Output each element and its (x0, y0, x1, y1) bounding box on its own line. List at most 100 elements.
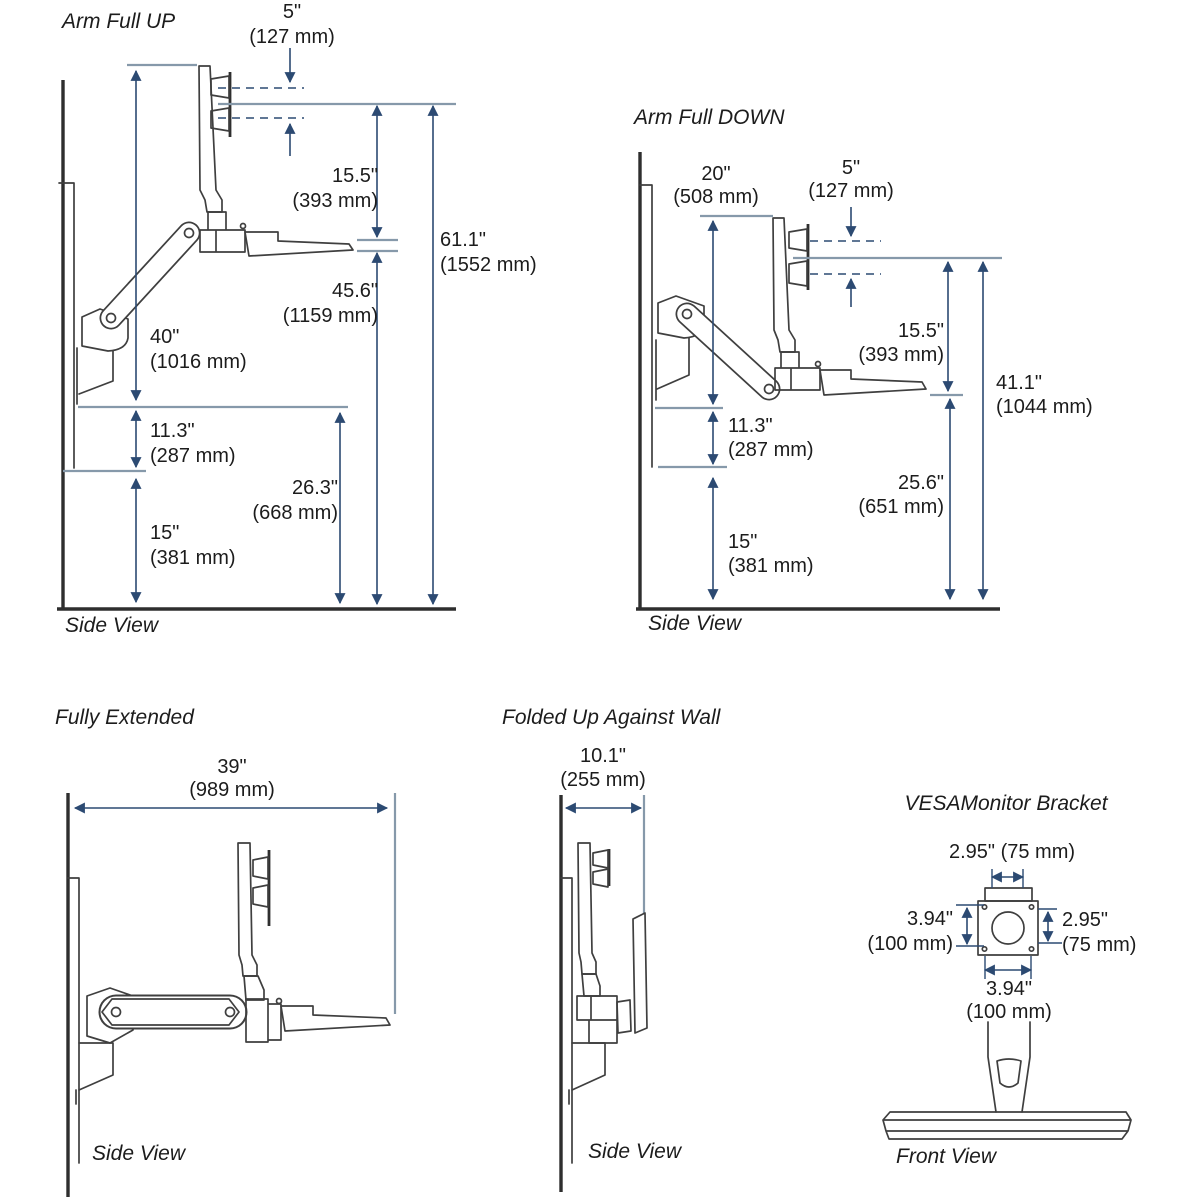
top-extension-lines (991, 869, 1024, 888)
dim-label-26-3in: 26.3" (292, 477, 338, 499)
arm-full-down-drawing (636, 152, 1000, 611)
dim-label-5in-mm: (127 mm) (249, 26, 335, 48)
dim-label-15-5in: 15.5" (898, 320, 944, 342)
folded-arm-lower-link (616, 999, 632, 1034)
dim-label-top-2-95: 2.95" (75 mm) (949, 841, 1075, 863)
dim-label-right-2-95-mm: (75 mm) (1062, 934, 1136, 956)
pivot-circle-left (110, 1006, 122, 1018)
wall-track-outline (639, 184, 653, 468)
folded-up-dimensions: 10.1" (255 mm) (560, 745, 646, 814)
monitor-outline (237, 842, 258, 977)
keyboard-tray-outline (244, 231, 354, 257)
dim-label-left-3-94: 3.94" (907, 908, 953, 930)
dim-label-11-3in: 11.3" (728, 415, 773, 437)
wall-track-outline (67, 877, 80, 1164)
folded-arm-outline (632, 912, 648, 1034)
bracket-center-hole (991, 911, 1025, 945)
view-arm-full-down: Arm Full DOWN (632, 106, 1093, 635)
dim-label-39in: 39" (217, 756, 246, 778)
caption-side-view-2: Side View (648, 612, 743, 635)
left-extension-ticks (956, 904, 984, 947)
dim-label-11-3in: 11.3" (150, 420, 195, 442)
fully-extended-dimensions: 39" (989 mm) (73, 756, 389, 814)
pivot-circle-lower (763, 383, 775, 395)
arm-link-plate (101, 998, 240, 1026)
stem-cutout (996, 1058, 1022, 1088)
vesa-bracket-drawing (882, 887, 1132, 1140)
view-fully-extended: Fully Extended 39" (989 mm) Side (55, 706, 397, 1197)
vesa-clips (210, 75, 230, 132)
caption-side-view-3: Side View (92, 1142, 187, 1165)
dim-label-15in: 15" (150, 522, 179, 544)
dim-label-15-5in: 15.5" (332, 165, 378, 187)
wall-bracket-lower-detail (76, 347, 114, 405)
dim-label-25-6in: 25.6" (898, 472, 944, 494)
dim-label-41-1in: 41.1" (996, 372, 1042, 394)
stand-base-outline (882, 1111, 1132, 1140)
caption-side-view-1: Side View (65, 614, 160, 637)
bracket-plate (977, 900, 1039, 956)
wall-bracket-lower-detail (75, 1042, 114, 1105)
vesa-clips (592, 849, 609, 888)
wall-track-outline (58, 182, 75, 469)
dim-label-61-1in: 61.1" (440, 229, 486, 251)
vesa-clips (252, 856, 269, 908)
dim-label-left-3-94-mm: (100 mm) (867, 933, 953, 955)
wall-bracket-lower-detail (568, 1042, 606, 1105)
view-vesa-bracket: VESAMonitor Bracket 2.95" (75 mm) 3.94" (867, 792, 1136, 1168)
right-extension-ticks (1038, 908, 1062, 944)
pivot-circle-upper (183, 227, 195, 239)
dim-label-bottom-3-94: 3.94" (986, 978, 1032, 1000)
dim-label-40in-mm: (1016 mm) (150, 351, 247, 373)
vesa-clips (788, 228, 808, 287)
vesa-range-dashed-lines (810, 240, 881, 275)
dim-label-61-1in-mm: (1552 mm) (440, 254, 537, 276)
dim-label-11-3in-mm: (287 mm) (728, 439, 814, 461)
dim-label-39in-mm: (989 mm) (189, 779, 275, 801)
view-title-arm-full-up: Arm Full UP (60, 10, 175, 33)
dim-label-right-2-95: 2.95" (1062, 909, 1108, 931)
view-title-fully-extended: Fully Extended (55, 706, 195, 729)
view-arm-full-up: Arm Full UP (57, 1, 537, 637)
dim-label-5in: 5" (842, 157, 860, 179)
arm-fill (677, 304, 779, 399)
bracket-hole-bottom-left (981, 945, 988, 953)
vesa-range-dashed-lines (218, 87, 304, 119)
arm-full-down-dimensions: 20" (508 mm) 5" (127 mm) 15.5" (393 mm) … (655, 157, 1093, 601)
view-folded-up: Folded Up Against Wall 10.1" (255 mm) Si… (502, 706, 722, 1192)
arm-fill (101, 223, 199, 328)
vesa-bracket-dimensions: 2.95" (75 mm) 3.94" (100 mm) 2.95" (75 m… (867, 841, 1136, 1023)
arm-full-up-drawing (57, 65, 456, 611)
caption-side-view-4: Side View (588, 1140, 683, 1163)
fully-extended-drawing (66, 793, 397, 1197)
bottom-extension-lines (984, 956, 1032, 979)
wall-track-outline (560, 877, 573, 1164)
dim-label-15-5in-mm: (393 mm) (292, 190, 378, 212)
dim-label-5in: 5" (283, 1, 301, 23)
bracket-hole-bottom-right (1028, 945, 1035, 953)
riser-bend (581, 973, 601, 997)
caption-front-view: Front View (896, 1145, 998, 1168)
dim-label-40in: 40" (150, 326, 179, 348)
bracket-hole-top-right (1028, 903, 1035, 911)
dim-label-11-3in-mm: (287 mm) (150, 445, 236, 467)
dim-label-20in-mm: (508 mm) (673, 186, 759, 208)
arm-full-up-dimensions: 5" (127 mm) 15.5" (393 mm) 61.1" (1552 m… (63, 1, 537, 606)
riser-and-clamp (774, 351, 821, 391)
riser-bend (243, 975, 265, 1001)
keyboard-tray-outline (819, 369, 927, 396)
tray-clamp (245, 998, 282, 1043)
dim-label-45-6in-mm: (1159 mm) (283, 305, 378, 327)
clamp-screw (814, 360, 822, 368)
pivot-circle-lower (105, 312, 117, 324)
dim-label-15in-mm: (381 mm) (728, 555, 814, 577)
dim-label-15in-mm: (381 mm) (150, 547, 236, 569)
monitor-outline (772, 217, 796, 353)
folded-clamp-blocks (576, 995, 618, 1044)
riser-and-clamp (199, 211, 246, 253)
dim-label-26-3in-mm: (668 mm) (252, 502, 338, 524)
keyboard-tray-outline (280, 1005, 391, 1032)
dim-label-41-1in-mm: (1044 mm) (996, 396, 1093, 418)
